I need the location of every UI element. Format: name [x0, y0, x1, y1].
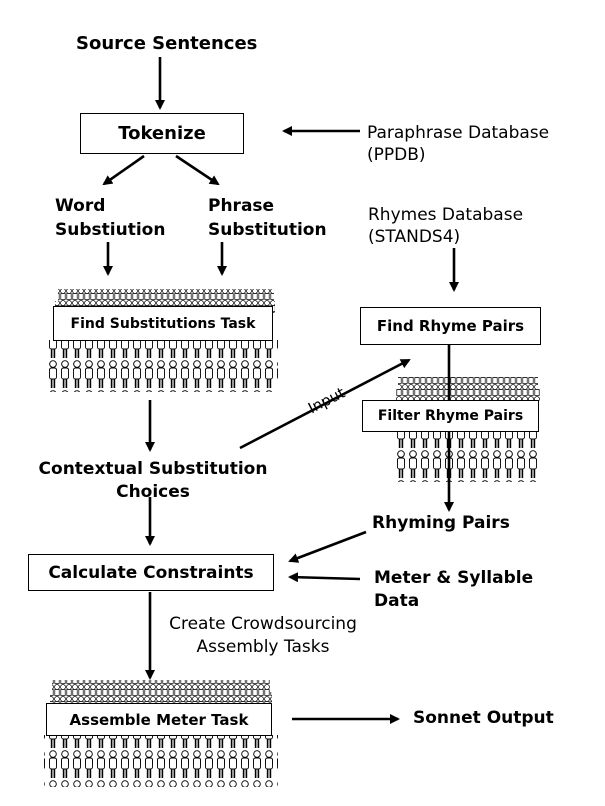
rhyming-pairs-label: Rhyming Pairs	[372, 513, 510, 533]
phrase-substitution-label: Phrase Substitution	[208, 194, 327, 242]
assemble-meter-task-label: Assemble Meter Task	[69, 710, 249, 729]
rhymes-db-line2: (STANDS4)	[368, 227, 461, 247]
filter-rhyme-pairs-label: Filter Rhyme Pairs	[377, 408, 524, 424]
flow-arrows	[102, 57, 459, 724]
tokenize-label: Tokenize	[118, 123, 206, 144]
filter-rhyme-pairs-box: Filter Rhyme Pairs	[362, 400, 539, 432]
crowd-find-substitutions-icon	[48, 289, 278, 392]
meter-syllable-line2: Data	[374, 591, 420, 611]
paraphrase-db-label: Paraphrase Database (PPDB)	[367, 122, 549, 166]
calculate-constraints-box: Calculate Constraints	[28, 554, 274, 591]
source-sentences-label: Source Sentences	[76, 33, 258, 54]
calculate-constraints-label: Calculate Constraints	[48, 562, 254, 583]
word-substitution-label: Word Substiution	[55, 194, 165, 242]
find-substitutions-task-box: Find Substitutions Task	[53, 306, 273, 341]
word-substitution-line2: Substiution	[55, 220, 166, 240]
find-rhyme-pairs-label: Find Rhyme Pairs	[376, 317, 525, 335]
tokenize-box: Tokenize	[80, 113, 244, 154]
contextual-choices-line1: Contextual Substitution	[38, 459, 268, 479]
create-tasks-line1: Create Crowdsourcing	[169, 614, 357, 634]
meter-syllable-line1: Meter & Syllable	[374, 568, 534, 588]
word-substitution-line1: Word	[55, 196, 106, 216]
sonnet-output-label: Sonnet Output	[413, 708, 554, 728]
find-substitutions-task-label: Find Substitutions Task	[70, 315, 256, 332]
rhymes-db-line1: Rhymes Database	[368, 205, 524, 225]
assemble-meter-task-box: Assemble Meter Task	[46, 703, 272, 736]
paraphrase-db-line1: Paraphrase Database	[367, 123, 550, 143]
rhymes-db-label: Rhymes Database (STANDS4)	[368, 204, 523, 248]
phrase-substitution-line1: Phrase	[208, 196, 275, 216]
find-rhyme-pairs-box: Find Rhyme Pairs	[360, 307, 541, 345]
create-tasks-label: Create Crowdsourcing Assembly Tasks	[155, 613, 371, 659]
phrase-substitution-line2: Substitution	[208, 220, 327, 240]
paraphrase-db-line2: (PPDB)	[367, 145, 426, 165]
contextual-choices-line2: Choices	[116, 482, 190, 502]
create-tasks-line2: Assembly Tasks	[196, 637, 330, 657]
meter-syllable-label: Meter & Syllable Data	[374, 567, 533, 613]
crowd-filter-rhyme-icon	[396, 377, 540, 482]
crowd-assemble-meter-icon	[44, 680, 278, 787]
contextual-choices-label: Contextual Substitution Choices	[22, 458, 284, 504]
